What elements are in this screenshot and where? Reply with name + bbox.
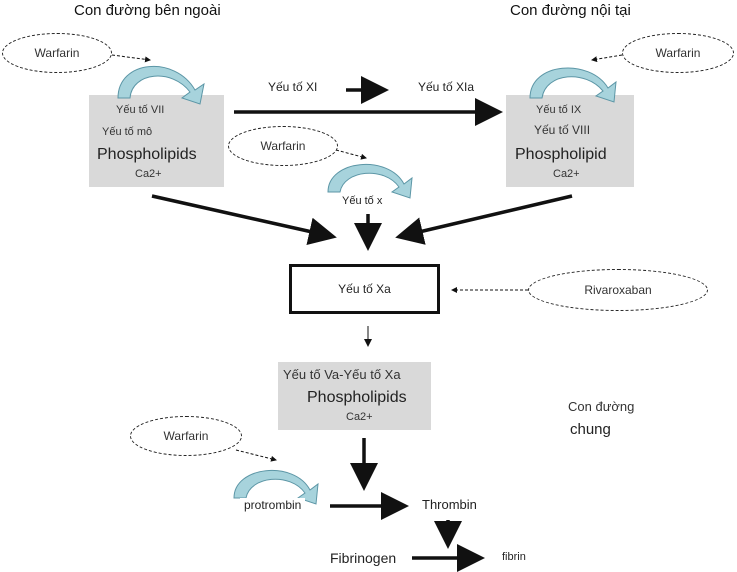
warfarin-intrinsic-ellipse: Warfarin — [622, 33, 734, 73]
intrinsic-factor-ix: Yếu tố IX — [536, 104, 582, 116]
curve-arrow-extrinsic — [117, 66, 205, 105]
heading-intrinsic: Con đường nội tại — [510, 2, 631, 19]
warfarin-prothrombin-ellipse: Warfarin — [130, 416, 242, 456]
factor-xa-label: Yếu tố Xa — [338, 282, 391, 296]
warfarin-factor-x-link — [335, 149, 367, 160]
rivaroxaban-label: Rivaroxaban — [584, 283, 652, 297]
curve-arrow-intrinsic — [529, 67, 617, 103]
extrinsic-calcium: Ca2+ — [135, 168, 162, 180]
factor-x-label: Yếu tố x — [338, 194, 387, 209]
warfarin-intrinsic-link — [591, 54, 623, 63]
extrinsic-phospholipids: Phospholipids — [97, 146, 197, 163]
warfarin-factor-x-label: Warfarin — [260, 139, 306, 153]
thrombin-label: Thrombin — [418, 497, 481, 514]
warfarin-prothrombin-link — [235, 449, 277, 462]
prothrombinase-phospholipids: Phospholipids — [307, 389, 407, 406]
arrow-intrinsic-to-x — [395, 194, 573, 245]
intrinsic-box — [506, 95, 634, 187]
warfarin-extrinsic-ellipse: Warfarin — [2, 33, 112, 73]
fibrin-label: fibrin — [498, 550, 530, 565]
prothrombin-label: protrombin — [240, 498, 306, 514]
rivaroxaban-ellipse: Rivaroxaban — [528, 269, 708, 311]
heading-common-line1: Con đường — [568, 399, 635, 414]
prothrombinase-box — [278, 362, 431, 430]
curve-arrow-factor-x — [327, 164, 413, 199]
intrinsic-phospholipid: Phospholipid — [515, 146, 607, 163]
intrinsic-calcium: Ca2+ — [553, 168, 580, 180]
warfarin-extrinsic-link — [111, 54, 151, 63]
warfarin-factor-x-ellipse: Warfarin — [228, 126, 338, 166]
warfarin-intrinsic-label: Warfarin — [655, 46, 701, 60]
intrinsic-factor-viii: Yếu tố VIII — [534, 123, 591, 137]
warfarin-prothrombin-label: Warfarin — [163, 429, 209, 443]
arrow-extrinsic-to-x — [151, 194, 337, 246]
fibrinogen-label: Fibrinogen — [330, 550, 397, 566]
extrinsic-box — [89, 95, 224, 187]
prothrombinase-complex: Yếu tố Va-Yếu tố Xa — [283, 367, 401, 382]
extrinsic-tissue-factor: Yếu tố mô — [102, 126, 153, 138]
factor-xi-label: Yếu tố XI — [264, 80, 322, 96]
warfarin-extrinsic-label: Warfarin — [34, 46, 80, 60]
extrinsic-factor-vii: Yếu tố VII — [116, 104, 165, 116]
factor-xia-label: Yếu tố XIa — [414, 80, 479, 96]
heading-common-line2: chung — [570, 421, 611, 438]
factor-xa-box: Yếu tố Xa — [289, 264, 440, 314]
heading-extrinsic: Con đường bên ngoài — [74, 2, 221, 19]
prothrombinase-calcium: Ca2+ — [346, 411, 373, 423]
curve-arrow-prothrombin — [233, 470, 319, 505]
